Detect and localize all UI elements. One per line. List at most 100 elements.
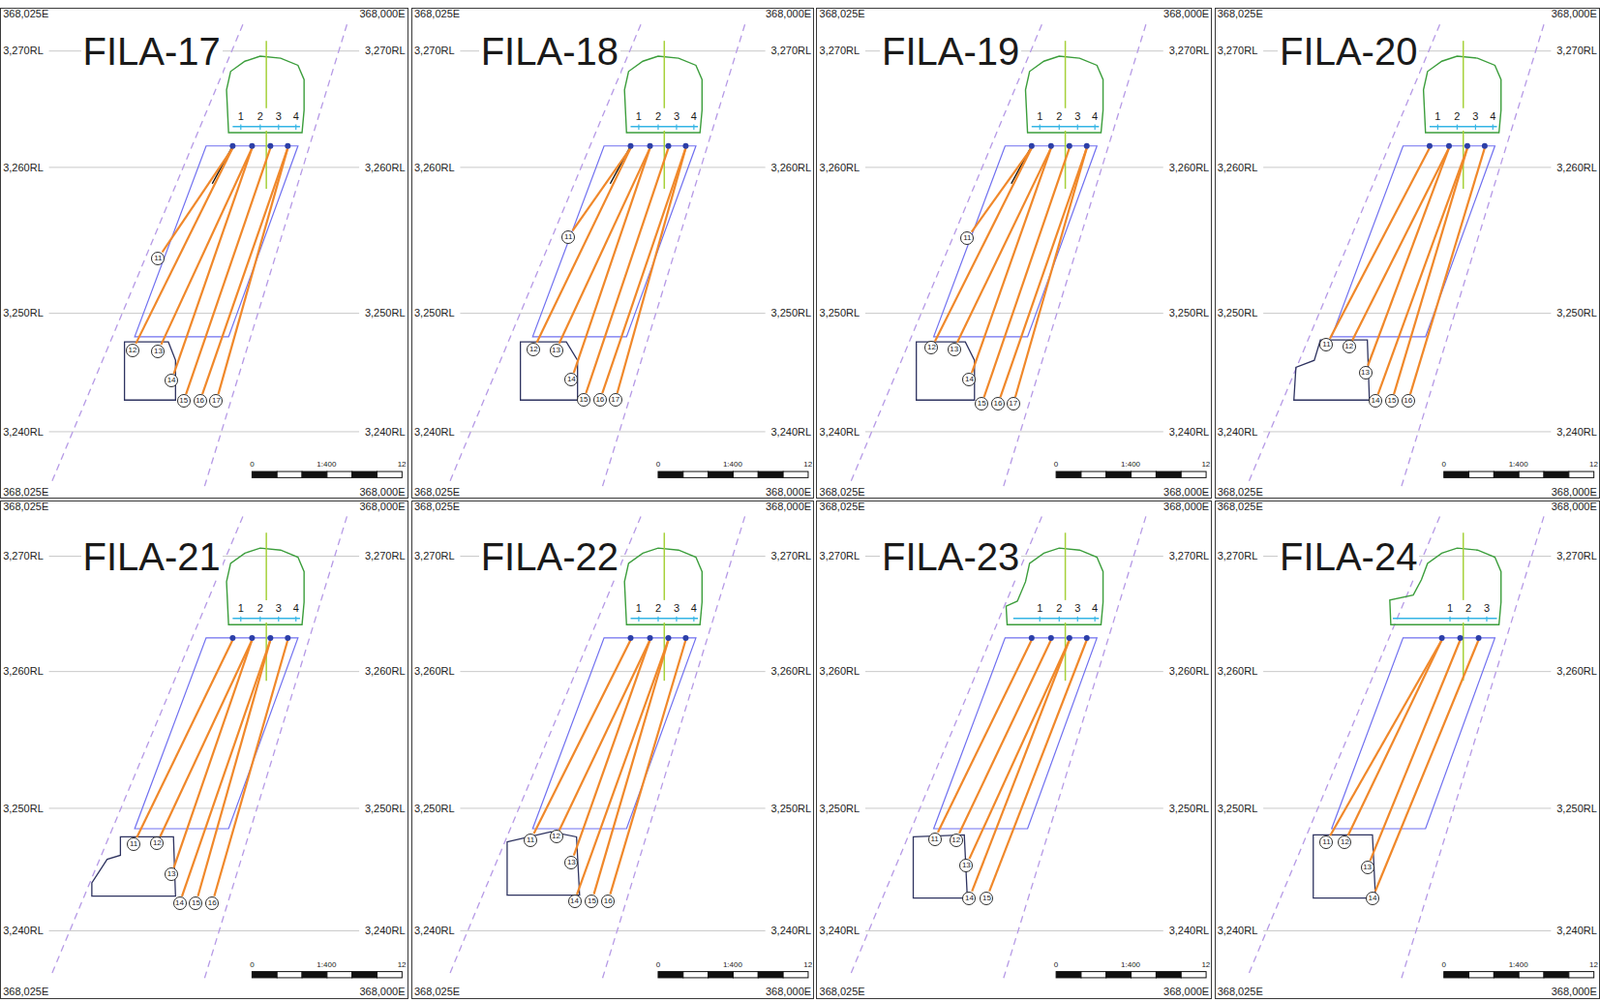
scale-bar	[1081, 971, 1107, 978]
drill-tick	[295, 124, 297, 130]
scale-bar	[327, 971, 353, 978]
scale-label: 12	[397, 960, 407, 969]
collar-dot	[1028, 143, 1035, 150]
elevation-label: 3,240RL	[414, 924, 455, 937]
section-title: FILA-18	[479, 29, 621, 74]
ore-contact	[204, 515, 348, 980]
hole-callout: 15	[974, 396, 989, 411]
centre-line	[664, 532, 666, 601]
collar-dot	[267, 143, 273, 150]
grid-line	[865, 312, 1164, 314]
drill-tick	[1437, 124, 1439, 130]
hole-number: 14	[965, 375, 974, 384]
easting-label: 368,000E	[765, 985, 812, 998]
hole-callout: 13	[1360, 860, 1375, 875]
grid-line	[459, 166, 765, 168]
hole-number: 11	[963, 234, 971, 242]
collar-number: 2	[654, 602, 663, 615]
drill-line	[1429, 125, 1498, 128]
easting-label: 368,025E	[819, 7, 866, 21]
hole-callout: 15	[188, 896, 203, 910]
collar-dot	[1084, 634, 1090, 641]
elevation-label: 3,240RL	[771, 924, 813, 937]
scale-label: 1:400	[1509, 459, 1529, 469]
drill-tick	[1058, 124, 1060, 130]
section-panel: FILA-20368,025E368,000E3,270RL3,270RL3,2…	[1214, 7, 1600, 499]
scale-bar	[757, 471, 784, 478]
easting-label: 368,025E	[1217, 7, 1264, 21]
hole-callout: 13	[549, 343, 564, 358]
blast-hole	[174, 148, 253, 374]
scale-bar	[732, 471, 758, 478]
easting-label: 368,000E	[1551, 7, 1598, 21]
grid-line	[49, 670, 360, 672]
hole-number: 14	[1367, 894, 1377, 903]
grid-line	[49, 312, 360, 314]
collar-number: 2	[654, 110, 663, 123]
blast-hole	[971, 639, 1070, 892]
hole-number: 12	[529, 345, 539, 354]
scale-bar	[327, 471, 353, 478]
drill-tick	[1077, 616, 1079, 622]
hole-callout: 14	[568, 894, 582, 908]
scale-bar	[377, 471, 403, 478]
hole-callout: 13	[564, 855, 578, 870]
drill-tick	[1475, 124, 1477, 130]
elevation-label: 3,270RL	[1169, 44, 1210, 58]
hole-callout: 11	[561, 230, 575, 244]
collar-number: 1	[1433, 110, 1442, 123]
drill-tick	[1094, 616, 1096, 622]
collar-number: 4	[1090, 602, 1099, 615]
elevation-label: 3,250RL	[364, 306, 406, 320]
grid-line	[865, 166, 1164, 168]
drill-tick	[259, 124, 261, 130]
elevation-label: 3,240RL	[1169, 425, 1210, 439]
hole-number: 17	[610, 395, 620, 404]
collar-number: 1	[634, 110, 643, 123]
collar-number: 2	[256, 110, 265, 123]
drill-tick	[1094, 124, 1096, 130]
drill-line	[631, 617, 699, 620]
easting-label: 368,025E	[414, 485, 460, 499]
hole-number: 11	[153, 254, 162, 263]
section-drawing	[1247, 24, 1594, 488]
hole-callout: 13	[164, 867, 179, 881]
section-panel: FILA-24368,025E368,000E3,270RL3,270RL3,2…	[1214, 500, 1600, 1000]
grid-line	[1263, 807, 1551, 809]
elevation-label: 3,260RL	[771, 664, 813, 678]
elevation-label: 3,250RL	[819, 802, 861, 816]
hole-callout: 11	[523, 833, 538, 847]
collar-dot	[647, 634, 654, 641]
blast-hole	[160, 639, 253, 837]
elevation-label: 3,260RL	[1556, 161, 1598, 175]
scale-label: 0	[249, 960, 254, 969]
elevation-label: 3,270RL	[1556, 549, 1598, 563]
drill-tick	[693, 124, 695, 130]
hole-number: 12	[1340, 838, 1350, 846]
grid-line	[865, 430, 1164, 432]
blast-hole	[161, 148, 253, 345]
hole-callout: 11	[1319, 835, 1333, 849]
hole-callout: 15	[177, 393, 191, 408]
elevation-label: 3,260RL	[819, 161, 861, 175]
hole-callout: 14	[1368, 393, 1383, 408]
elevation-label: 3,270RL	[2, 549, 44, 563]
scale-bar	[301, 971, 328, 978]
elevation-label: 3,270RL	[771, 44, 813, 58]
hole-callout: 12	[1342, 339, 1357, 354]
scale-bar	[1543, 971, 1570, 978]
collar-number: 1	[237, 110, 245, 123]
collar-dot	[1048, 143, 1055, 150]
scale-label: 1:400	[316, 459, 336, 469]
collar-number: 3	[1073, 110, 1082, 123]
scale-bar	[708, 971, 734, 978]
collar-number: 1	[237, 602, 245, 615]
hole-number: 15	[579, 395, 589, 404]
hole-number: 13	[153, 347, 163, 356]
hole-callout: 12	[125, 343, 140, 358]
drill-tick	[1058, 616, 1060, 622]
elevation-label: 3,240RL	[771, 425, 813, 439]
blast-hole	[559, 639, 651, 831]
easting-label: 368,000E	[1163, 985, 1209, 998]
scale-bar	[1469, 971, 1495, 978]
